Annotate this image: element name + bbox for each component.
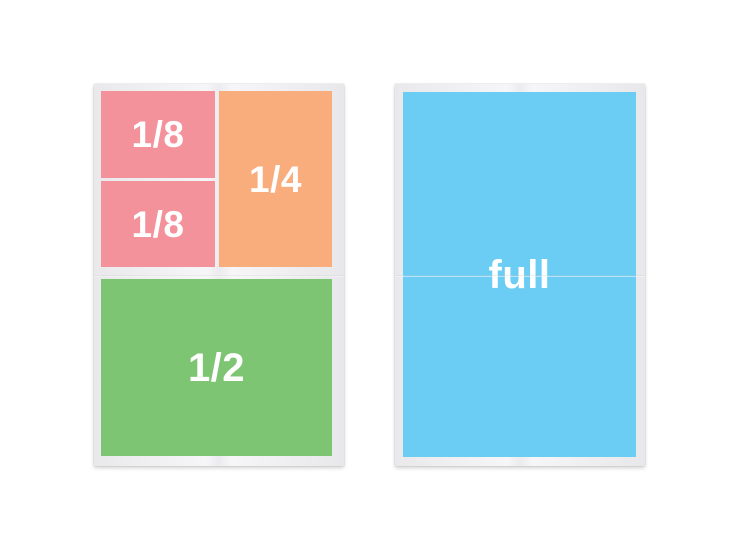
quarter-page-ad: 1/4	[219, 91, 332, 267]
eighth-bottom-label: 1/8	[131, 203, 185, 245]
eighth-top-label: 1/8	[131, 114, 185, 155]
eighth-page-ad-bottom: 1/8	[101, 181, 215, 267]
eighth-page-ad-top: 1/8	[101, 91, 215, 178]
full-page-ad: full	[403, 92, 636, 457]
right-page-sheet: full	[395, 84, 645, 466]
full-label: full	[488, 252, 551, 297]
left-page-sheet: 1/8 1/8 1/4 1/2	[94, 84, 344, 466]
half-label: 1/2	[187, 345, 246, 390]
quarter-label: 1/4	[249, 158, 302, 200]
half-page-ad: 1/2	[101, 279, 332, 456]
